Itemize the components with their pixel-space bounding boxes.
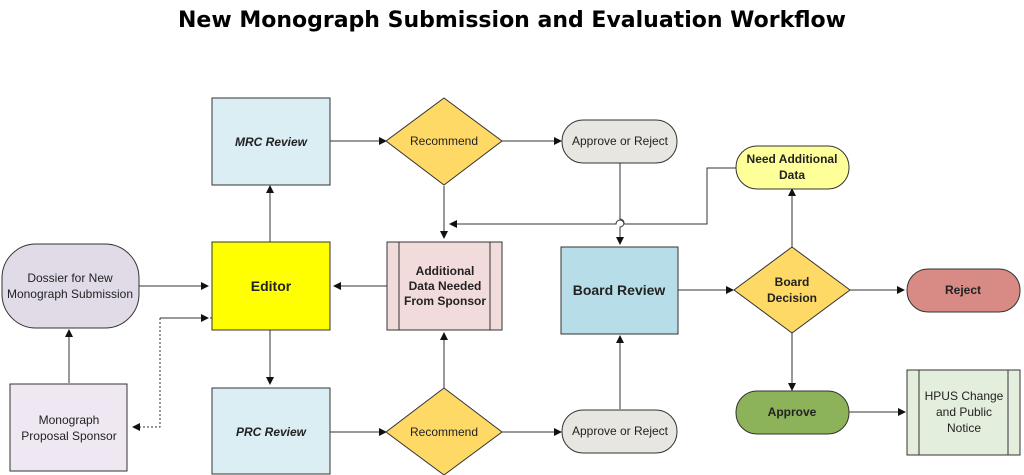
hpus-label-2: and Public [936,405,992,419]
reject-label: Reject [945,283,981,297]
arrow-needdata-additional [449,167,737,228]
prc-review-box: PRC Review [211,387,331,475]
need-additional-label-1: Need Additional [747,152,838,166]
board-review-box: Board Review [560,246,679,335]
dossier-label-2: Monograph Submission [7,287,133,301]
mrc-review-label: MRC Review [235,135,308,149]
approve-pill: Approve [735,390,850,435]
board-decision-label-2: Decision [767,291,817,305]
editor-box: Editor [211,241,331,331]
recommend-bottom-label: Recommend [410,425,478,439]
hpus-notice-box: HPUS Change and Public Notice [906,369,1021,456]
prc-review-label: PRC Review [236,425,307,439]
recommend-top-label: Recommend [410,134,478,148]
recommend-top-diamond: Recommend [385,97,503,186]
approve-reject-bottom-label: Approve or Reject [572,424,669,438]
approve-reject-bottom-pill: Approve or Reject [561,409,678,454]
mrc-review-box: MRC Review [211,97,331,186]
editor-label: Editor [251,278,292,294]
additional-data-box: Additional Data Needed From Sponsor [386,241,503,331]
board-decision-diamond: Board Decision [733,246,851,334]
need-additional-label-2: Data [779,168,805,182]
sponsor-label-1: Monograph [39,413,100,427]
hpus-label-3: Notice [947,421,981,435]
connectors [65,137,906,436]
dossier-label-1: Dossier for New [27,271,113,285]
additional-label-3: From Sponsor [404,294,486,308]
sponsor-box: Monograph Proposal Sponsor [9,383,128,472]
approve-label: Approve [768,405,817,419]
dossier-pill: Dossier for New Monograph Submission [1,243,140,329]
recommend-bottom-diamond: Recommend [385,387,503,475]
additional-label-1: Additional [416,264,475,278]
sponsor-label-2: Proposal Sponsor [21,429,116,443]
need-additional-data-pill: Need Additional Data [735,145,850,190]
board-decision-label-1: Board [775,275,810,289]
approve-reject-top-pill: Approve or Reject [561,119,678,164]
diagram-title: New Monograph Submission and Evaluation … [178,8,846,33]
board-review-label: Board Review [573,282,666,298]
arrow-approve-board [616,163,625,245]
approve-reject-top-label: Approve or Reject [572,134,669,148]
hpus-label-1: HPUS Change [925,389,1004,403]
reject-pill: Reject [906,268,1021,313]
additional-label-2: Data Needed [409,279,482,293]
arrow-editor-sponsor [132,317,212,431]
